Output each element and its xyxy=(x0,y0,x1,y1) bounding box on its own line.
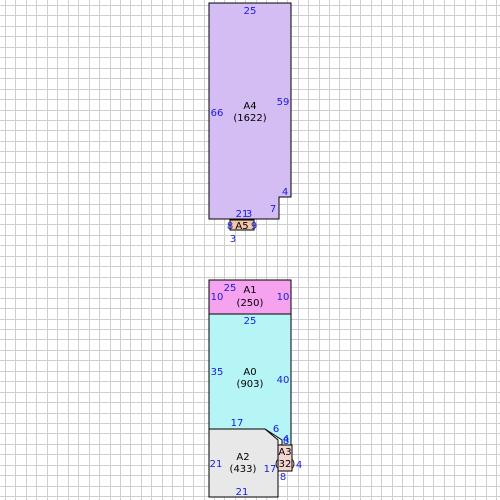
room-a1-area: (250) xyxy=(237,298,264,309)
dim-a2-left: 21 xyxy=(210,459,223,470)
room-a1-label: A1 xyxy=(243,285,256,296)
dim-a4-step-vertical: 4 xyxy=(282,187,288,198)
dim-a3-bottom: 8 xyxy=(280,472,286,483)
room-a5[interactable]: A5 xyxy=(229,219,255,232)
dim-a4-right: 59 xyxy=(277,97,290,108)
dim-a2-right: 17 xyxy=(264,464,277,475)
dim-a1-right: 10 xyxy=(277,292,290,303)
dim-a0-chamfer: 6 xyxy=(273,424,279,435)
room-a5-shape xyxy=(229,219,255,231)
dim-a4-bottom: 21 xyxy=(236,209,249,220)
room-a1[interactable]: A1 (250) xyxy=(208,279,292,315)
room-a5-label: A5 xyxy=(235,221,248,232)
room-a1-shape xyxy=(208,279,292,315)
dimension-labels: 25 66 59 4 7 21 3 8 9 3 25 10 10 25 35 4… xyxy=(210,6,303,498)
dim-a0-top: 25 xyxy=(244,316,257,327)
dim-a0-bottom: 17 xyxy=(231,418,244,429)
dim-a2-bottom: 21 xyxy=(236,487,249,498)
dim-a5-bottom: 3 xyxy=(230,234,236,245)
room-a3[interactable]: A3 (32) xyxy=(275,444,296,472)
room-a0-area: (903) xyxy=(237,379,264,390)
dim-a5-right: 9 xyxy=(251,221,257,232)
dim-a4-step-horizontal: 7 xyxy=(270,204,276,215)
dim-a0-small: 4 xyxy=(283,434,289,445)
dim-a4-bottom-3: 3 xyxy=(246,209,252,220)
room-a0-label: A0 xyxy=(243,367,256,378)
room-a2-label: A2 xyxy=(236,452,249,463)
room-a2-area: (433) xyxy=(230,464,257,475)
dim-a3-left: 8 xyxy=(283,436,289,447)
room-a3-shape xyxy=(277,444,293,472)
room-a4-label: A4 xyxy=(243,101,256,112)
room-a3-label: A3 xyxy=(278,447,291,458)
room-a4-shape xyxy=(208,2,292,220)
room-a4[interactable]: A4 (1622) xyxy=(208,2,292,220)
dim-a0-left: 35 xyxy=(211,367,224,378)
dim-a5-left: 8 xyxy=(227,221,233,232)
dim-a4-top: 25 xyxy=(244,6,257,17)
room-a3-area: (32) xyxy=(275,459,296,470)
room-a4-area: (1622) xyxy=(233,113,266,124)
dim-a1-left: 10 xyxy=(211,292,224,303)
dim-a3-right: 4 xyxy=(296,460,302,471)
dim-a0-right: 40 xyxy=(277,375,290,386)
dim-a4-left: 66 xyxy=(211,108,224,119)
dim-a1-top: 25 xyxy=(224,283,237,294)
